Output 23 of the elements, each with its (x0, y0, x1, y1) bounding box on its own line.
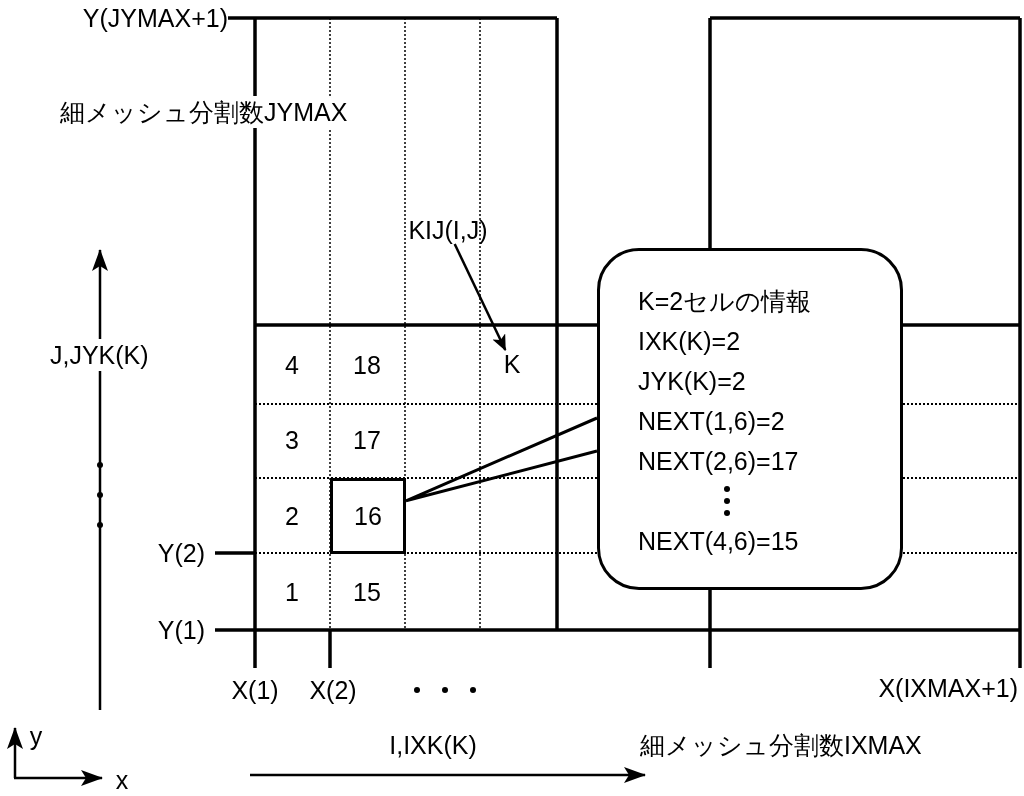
arrow (453, 243, 507, 351)
cell-number: 4 (285, 351, 299, 379)
cell-number: 2 (285, 502, 299, 530)
axis-label: y (29, 722, 43, 750)
axis-label: x (115, 766, 129, 794)
cell-number: 3 (285, 426, 299, 454)
cell-marker: K (503, 350, 521, 378)
axis-label: I,IXK(K) (389, 731, 477, 759)
highlighted-cell: 16 (330, 478, 406, 554)
axis-label: X(IXMAX+1) (878, 674, 1018, 702)
axis-label: X(2) (309, 676, 357, 704)
cell-number: 18 (353, 351, 381, 379)
axis-label: Y(1) (157, 616, 205, 644)
callout-box: K=2セルの情報 IXK(K)=2 JYK(K)=2 NEXT(1,6)=2 NEXT(2,6)=17 NEXT(4,6)=15 (597, 248, 903, 590)
axis-label: J,JYK(K) (50, 339, 149, 371)
array-label: KIJ(I,J) (408, 216, 488, 244)
axis-label: X(1) (231, 676, 279, 704)
mesh-count-label: 細メッシュ分割数JYMAX (60, 96, 348, 128)
axis-label: Y(2) (157, 539, 205, 567)
axis-label: Y(JYMAX+1) (82, 4, 228, 32)
cell-number: 17 (353, 426, 381, 454)
cell-number: 1 (285, 578, 299, 606)
cell-number: 15 (353, 578, 381, 606)
